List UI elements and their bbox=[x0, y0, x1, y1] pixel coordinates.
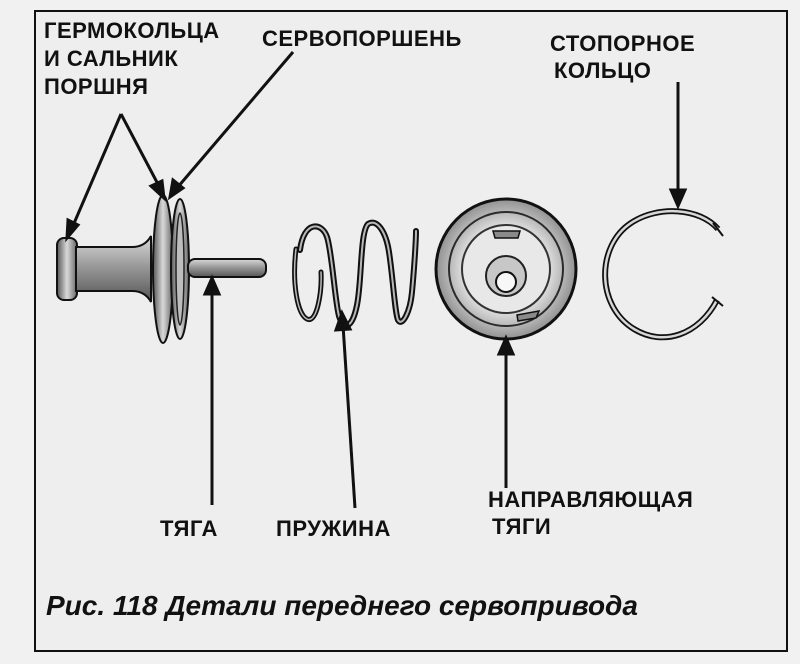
rod-guide bbox=[434, 197, 578, 341]
figure-caption: Рис. 118 Детали переднего сервопривода bbox=[46, 590, 638, 621]
label-spring: ПРУЖИНА bbox=[276, 516, 391, 541]
rod-arrow bbox=[202, 274, 222, 505]
piston-body bbox=[75, 235, 152, 303]
label-retaining-ring-line2: КОЛЬЦО bbox=[554, 58, 652, 83]
label-servo-piston: СЕРВОПОРШЕНЬ bbox=[262, 26, 462, 51]
label-seals-line3: ПОРШНЯ bbox=[44, 74, 149, 99]
piston-end-cap bbox=[56, 237, 78, 301]
rod-guide-arrow bbox=[496, 334, 516, 488]
seal-arrow-left bbox=[65, 113, 123, 243]
label-retaining-ring-line1: СТОПОРНОЕ bbox=[550, 31, 696, 56]
servo-piston bbox=[56, 194, 267, 344]
label-rod-guide-line1: НАПРАВЛЯЮЩАЯ bbox=[488, 487, 694, 512]
piston-rod bbox=[187, 258, 267, 278]
spring-arrow bbox=[333, 309, 357, 509]
label-rod: ТЯГА bbox=[160, 516, 218, 541]
retaining-ring bbox=[602, 208, 724, 341]
leader-arrows bbox=[65, 51, 688, 509]
label-rod-guide-line2: ТЯГИ bbox=[492, 514, 552, 539]
servo-piston-arrow bbox=[167, 51, 295, 201]
label-seals-line1: ГЕРМОКОЛЬЦА bbox=[44, 18, 220, 43]
seal-arrow-right bbox=[119, 113, 166, 202]
spring bbox=[292, 219, 419, 329]
label-seals-line2: И САЛЬНИК bbox=[44, 46, 179, 71]
retaining-ring-arrow bbox=[668, 82, 688, 210]
